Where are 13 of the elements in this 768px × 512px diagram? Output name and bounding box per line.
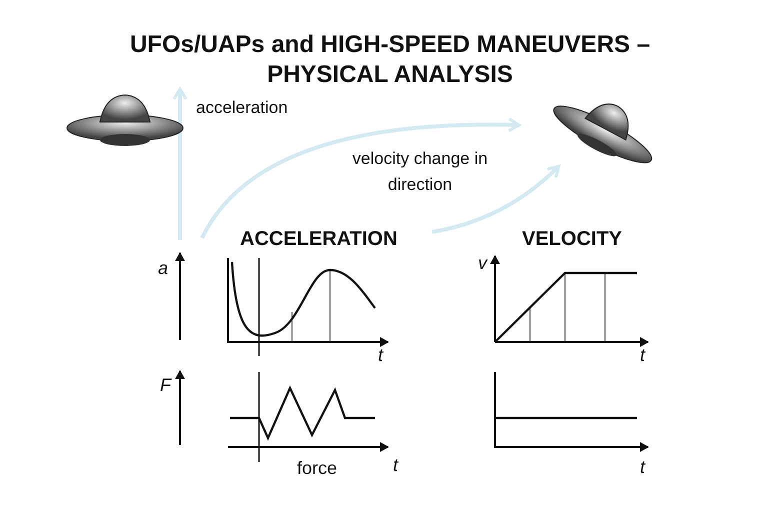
graph-title: ACCELERATION [240,228,398,251]
axis-label: t [640,457,646,478]
axis-label: t [393,455,398,476]
axis-label: t [378,345,384,366]
motion-label: velocity change in direction [351,148,489,196]
axis-label: a [158,258,168,279]
motion-label: acceleration [196,98,288,118]
graph-label: force [297,458,338,479]
axis-label: v [478,253,487,274]
axis-label: t [640,345,646,366]
title: UFOs/UAPs and HIGH-SPEED MANEUVERS – PHYSICAL ANALYSIS [128,30,652,90]
graph-title: VELOCITY [522,228,622,251]
axis-label: F [160,375,171,396]
